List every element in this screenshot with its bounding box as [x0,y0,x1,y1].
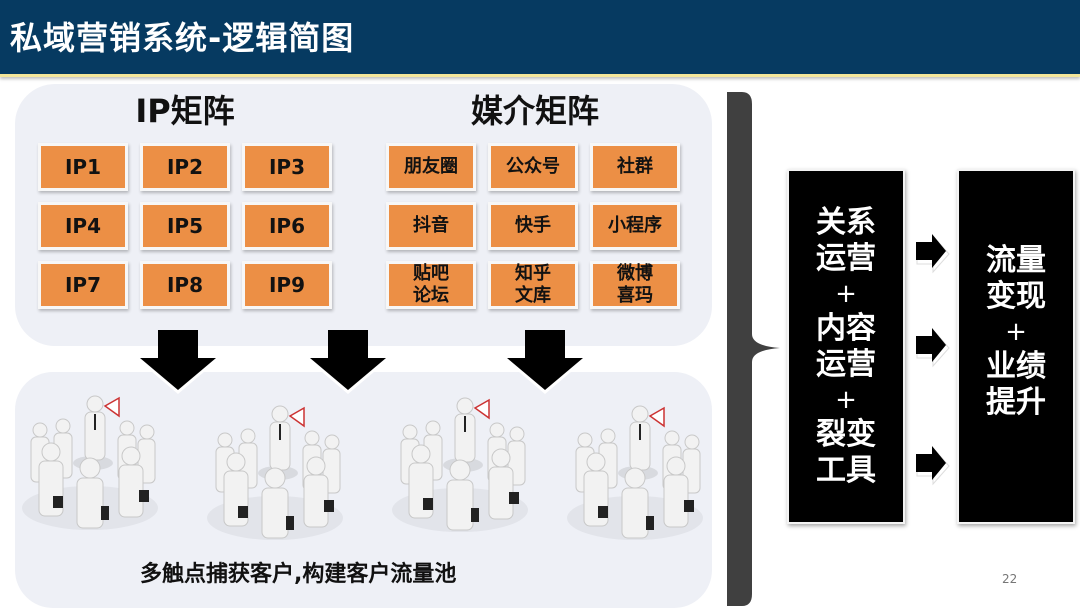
right-arrow-icon [916,234,950,274]
plus-sign: + [1005,317,1027,347]
ip-tile: IP4 [38,202,128,250]
media-tile: 抖音 [386,202,476,250]
media-tile: 知乎 文库 [488,261,578,309]
slide-header: 私域营销系统-逻辑简图 [0,0,1080,77]
ip-tile: IP5 [140,202,230,250]
operations-line: 工具 [816,452,876,488]
operations-line: 内容 [816,310,876,346]
operations-line: 运营 [816,346,876,382]
customer-pool-caption: 多触点捕获客户,构建客户流量池 [140,562,457,587]
crowd-megaphone-image [567,405,703,540]
crowd-megaphone-image [392,397,528,532]
ip-matrix-title: IP矩阵 [135,92,235,130]
plus-sign: + [835,278,857,309]
operations-line: 运营 [816,240,876,276]
ip-tile: IP3 [242,143,332,191]
ip-tile: IP2 [140,143,230,191]
result-line: 业绩 [986,349,1046,384]
right-arrow-icon [916,328,950,368]
media-tile: 朋友圈 [386,143,476,191]
media-tile: 小程序 [590,202,680,250]
media-tile: 公众号 [488,143,578,191]
media-tile: 微博 喜玛 [590,261,680,309]
curly-brace-icon [727,92,780,606]
operations-box: 关系 运营 + 内容 运营 + 裂变 工具 [787,169,905,524]
ip-tile: IP1 [38,143,128,191]
operations-line: 裂变 [816,416,876,452]
right-arrow-icon [916,446,950,486]
down-arrow-icon [505,330,585,394]
plus-sign: + [835,384,857,415]
media-matrix-title: 媒介矩阵 [470,92,599,130]
operations-line: 关系 [816,204,876,240]
media-tile: 社群 [590,143,680,191]
page-number: 22 [1002,572,1018,586]
media-tile: 快手 [488,202,578,250]
result-line: 提升 [986,385,1046,420]
ip-tile: IP9 [242,261,332,309]
result-line: 流量 [986,243,1046,278]
crowd-megaphone-image [22,395,158,530]
ip-tile: IP6 [242,202,332,250]
result-box: 流量 变现 + 业绩 提升 [957,169,1075,524]
crowd-megaphone-image [207,405,343,540]
result-line: 变现 [986,279,1046,314]
ip-tile: IP7 [38,261,128,309]
media-tile: 贴吧 论坛 [386,261,476,309]
slide-title: 私域营销系统-逻辑简图 [10,19,355,57]
down-arrow-icon [138,330,218,394]
down-arrow-icon [308,330,388,394]
ip-tile: IP8 [140,261,230,309]
